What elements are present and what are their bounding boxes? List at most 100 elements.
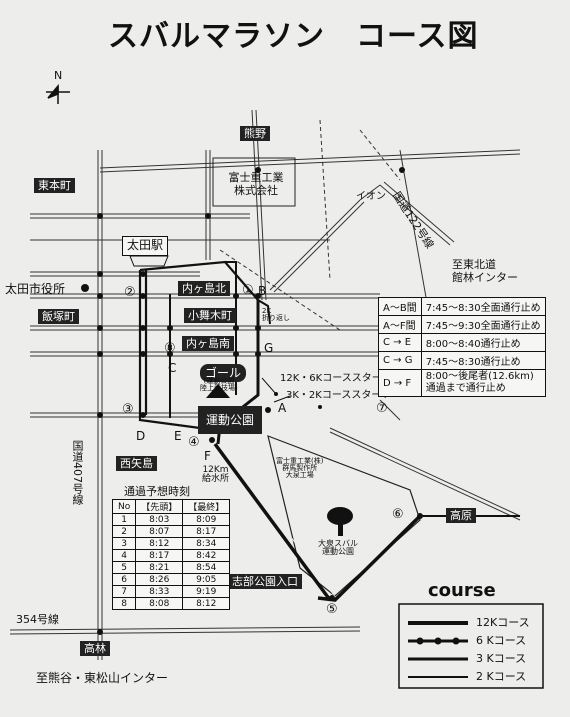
timetable-first: 8:17 xyxy=(135,549,184,562)
restriction-section: D → F xyxy=(378,369,422,397)
timetable-first: 8:07 xyxy=(135,525,184,538)
label-iizuka: 飯塚町 xyxy=(38,309,79,324)
timetable-last: 9:05 xyxy=(182,573,231,586)
label-takahara: 高原 xyxy=(446,508,476,523)
timetable-no: 4 xyxy=(111,549,137,562)
restriction-time: 7:45～8:30通行止め xyxy=(420,351,546,370)
timetable-last: 8:54 xyxy=(182,561,231,574)
timetable-first: 8:08 xyxy=(135,597,184,610)
label-komaigi: 小舞木町 xyxy=(184,308,236,323)
timetable-last: 8:34 xyxy=(182,537,231,550)
restriction-time: 7:45～9:30全面通行止め xyxy=(420,315,546,334)
label-park: 運動公園 xyxy=(198,406,263,434)
tree-icon xyxy=(327,507,353,536)
label-fuji-heavy: 富士重工業 株式会社 xyxy=(228,171,284,197)
restriction-time: 8:00～8:40通行止め xyxy=(420,333,546,352)
circled-8: ⑧ xyxy=(164,341,176,356)
label-uchigashima-minami: 内ヶ島南 xyxy=(182,336,234,351)
label-ota-station: 太田駅 xyxy=(122,236,169,256)
goal-label: ゴール xyxy=(200,364,247,382)
label-start-3k2k: 3K・2Kコーススタート xyxy=(286,390,392,401)
point-b: B xyxy=(258,284,267,298)
label-kumano: 熊野 xyxy=(240,126,270,141)
label-tatebayashi-ic: 至東北道 館林インター xyxy=(452,258,518,285)
timetable-no: 5 xyxy=(111,561,137,574)
circled-3: ③ xyxy=(122,402,134,417)
legend-item-3k: 3 Kコース xyxy=(476,652,527,665)
timetable-no: 7 xyxy=(111,585,137,598)
map-title: スバルマラソン コース図 xyxy=(108,19,479,54)
timetable-last: 8:17 xyxy=(182,525,231,538)
point-e: E xyxy=(174,429,182,443)
goal-pointer-icon xyxy=(206,384,230,398)
point-f: F xyxy=(204,449,211,463)
point-c: C xyxy=(168,361,177,375)
restriction-section: C → E xyxy=(378,333,422,352)
label-subaru-park: 大泉スバル 運動公園 xyxy=(318,539,358,556)
label-to-kumagaya: 至熊谷・東松山インター xyxy=(36,671,169,685)
timetable-header: 【先頭】 xyxy=(135,499,184,514)
fuji-heavy-building xyxy=(212,157,296,207)
timetable-no: 6 xyxy=(111,573,137,586)
timetable-last: 8:12 xyxy=(182,597,231,610)
legend-item-12k: 12Kコース xyxy=(476,616,530,629)
label-nishiyajima: 西矢島 xyxy=(116,456,157,471)
label-fuji-factory: 富士重工業(株) 群馬製作所 大泉工場 xyxy=(276,457,324,479)
restriction-time: 7:45～8:30全面通行止め xyxy=(420,297,546,316)
restriction-section: A～B間 xyxy=(378,297,422,316)
label-takabayashi: 高林 xyxy=(80,641,110,656)
station-icon xyxy=(129,255,169,267)
start-arrows xyxy=(261,377,291,403)
point-g: G xyxy=(264,341,274,355)
timetable-no: 2 xyxy=(111,525,137,538)
timetable-header: 【最終】 xyxy=(182,499,231,514)
timetable-last: 8:42 xyxy=(182,549,231,562)
course-6k xyxy=(138,260,259,430)
timetable-first: 8:21 xyxy=(135,561,184,574)
circled-1: ① xyxy=(242,283,254,298)
point-d: D xyxy=(136,429,146,443)
north-arrow-icon xyxy=(46,83,70,104)
timetable-no: 3 xyxy=(111,537,137,550)
label-city-hall: 太田市役所 xyxy=(5,282,66,296)
label-kitamachi: 東本町 xyxy=(34,178,75,193)
circled-4: ④ xyxy=(188,435,200,450)
label-turn-2k: 2K 折り返し xyxy=(262,307,290,322)
label-start-12k6k: 12K・6Kコーススタート xyxy=(280,373,392,384)
circled-6: ⑥ xyxy=(392,507,404,522)
goal-sublabel: (運動公園 陸上競技場) xyxy=(200,377,238,392)
timetable-first: 8:12 xyxy=(135,537,184,550)
restriction-section: A～F間 xyxy=(378,315,422,334)
timetable-first: 8:26 xyxy=(135,573,184,586)
timetable-header-row: No 【先頭】 【最終】 xyxy=(111,499,231,514)
legend-title: course xyxy=(428,580,496,601)
timetable-last: 9:19 xyxy=(182,585,231,598)
label-water-station: 12Km 給水所 xyxy=(202,465,230,484)
north-label: N xyxy=(54,69,63,82)
timetable-last: 8:09 xyxy=(182,513,231,526)
label-aeon: イオン xyxy=(356,191,386,202)
timetable-caption: 通過予想時刻 xyxy=(124,485,190,498)
point-a: A xyxy=(278,401,287,415)
restriction-section: C → G xyxy=(378,351,422,370)
label-route407: 国道407号線 xyxy=(71,440,84,505)
course-markers xyxy=(97,167,423,635)
city-hall-icon xyxy=(81,284,89,292)
restriction-time: 8:00～後尾者(12.6km) 通過まで通行止め xyxy=(420,369,546,397)
legend-item-6k: 6 Kコース xyxy=(476,634,527,647)
